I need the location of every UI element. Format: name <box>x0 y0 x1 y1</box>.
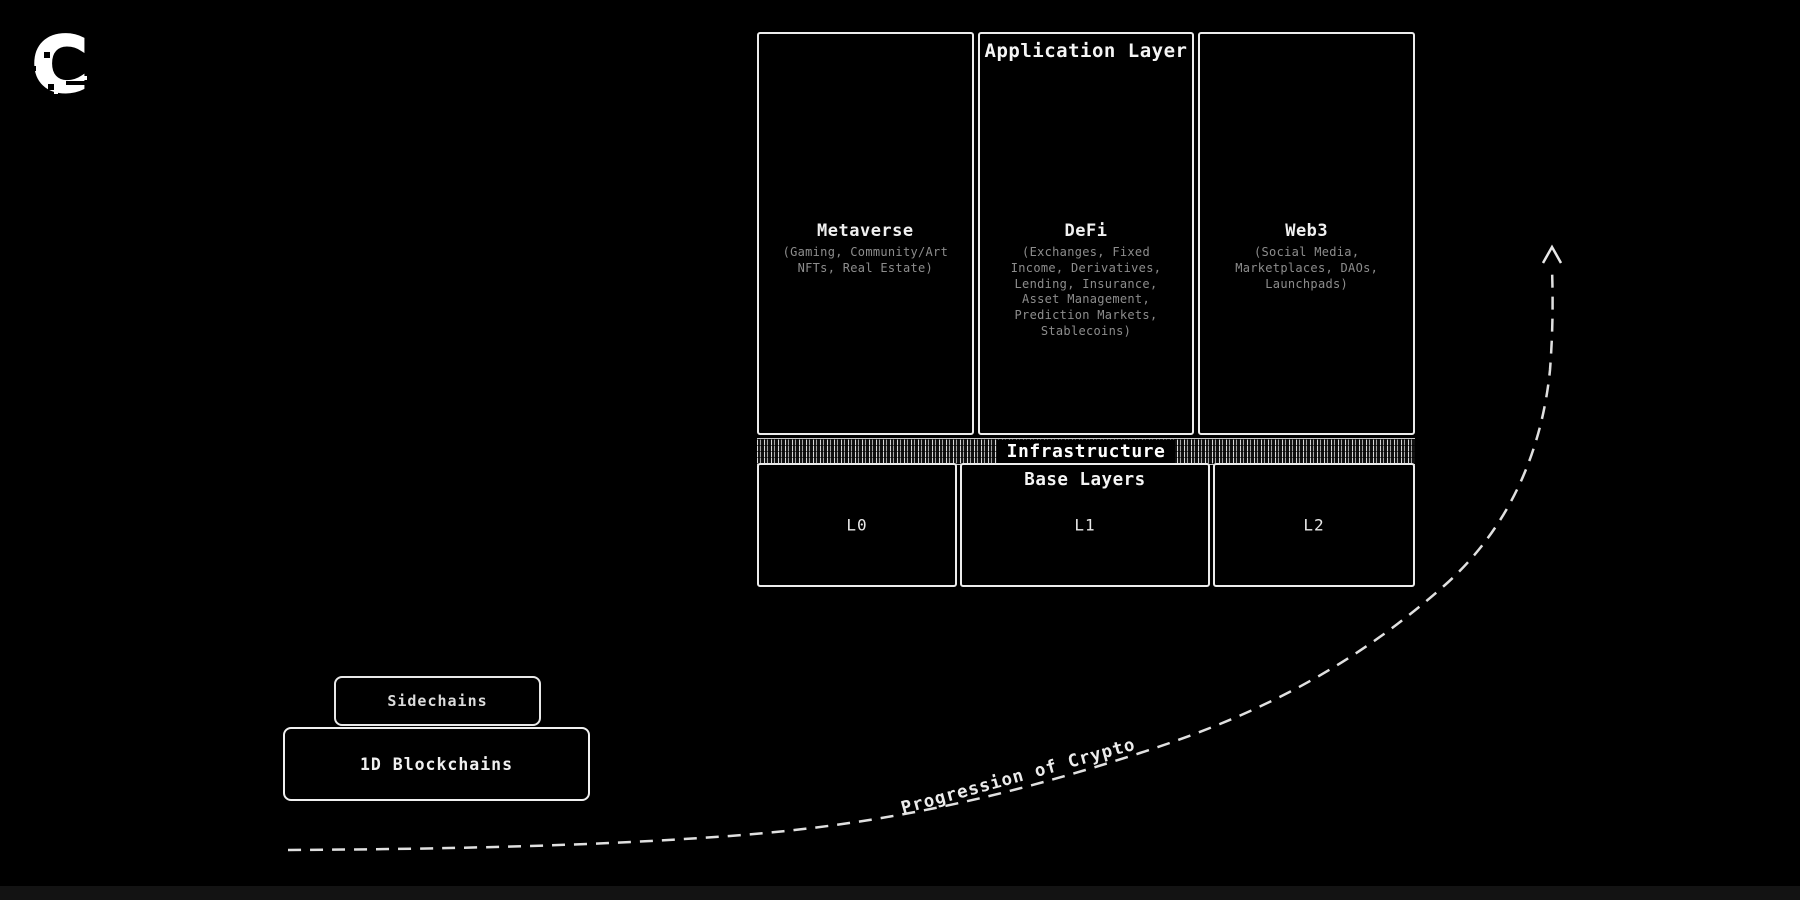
metaverse-title: Metaverse <box>817 221 914 241</box>
progression-curve-path <box>287 267 1554 852</box>
web3-title: Web3 <box>1285 221 1329 241</box>
application-layer-section: Metaverse (Gaming, Community/Art NFTs, R… <box>757 32 1416 435</box>
logo-glitch-spark <box>82 76 87 80</box>
column-metaverse: Metaverse (Gaming, Community/Art NFTs, R… <box>757 32 974 435</box>
sidechains-box: Sidechains <box>334 676 541 726</box>
column-web3: Web3 (Social Media, Marketplaces, DAOs, … <box>1198 32 1416 435</box>
base-box-l2: L2 <box>1213 463 1415 587</box>
bottom-strip <box>0 886 1800 900</box>
defi-title: DeFi <box>1064 221 1108 241</box>
arrow-up-icon <box>1541 244 1563 264</box>
application-layer-title: Application Layer <box>984 40 1188 62</box>
metaverse-details: (Gaming, Community/Art NFTs, Real Estate… <box>782 245 949 275</box>
base-layers-section: L0 Base Layers L1 L2 <box>757 463 1415 587</box>
web3-details: (Social Media, Marketplaces, DAOs, Launc… <box>1235 245 1379 291</box>
l1-label: L1 <box>1074 515 1096 535</box>
defi-details: (Exchanges, Fixed Income, Derivatives, L… <box>1010 245 1162 338</box>
column-defi: Application Layer DeFi (Exchanges, Fixed… <box>977 32 1195 435</box>
sidechains-label: Sidechains <box>387 692 488 710</box>
l2-label: L2 <box>1303 515 1325 535</box>
blockchains-label: 1D Blockchains <box>359 754 514 774</box>
base-layers-title: Base Layers <box>1024 470 1146 490</box>
base-box-l1: Base Layers L1 <box>960 463 1210 587</box>
l0-label: L0 <box>846 515 868 535</box>
infrastructure-label: Infrastructure <box>996 440 1176 463</box>
brand-logo: C <box>28 19 106 111</box>
logo-glitch-notch <box>48 84 54 90</box>
c-logo-icon: C <box>31 19 90 111</box>
blockchains-box: 1D Blockchains <box>283 727 590 801</box>
progression-label: Progression of Crypto <box>899 735 1138 819</box>
logo-glitch-spark <box>54 90 58 94</box>
logo-glitch-notch <box>28 66 36 71</box>
logo-glitch-notch <box>44 52 50 58</box>
logo-glitch-notch <box>66 81 88 85</box>
base-box-l0: L0 <box>757 463 957 587</box>
